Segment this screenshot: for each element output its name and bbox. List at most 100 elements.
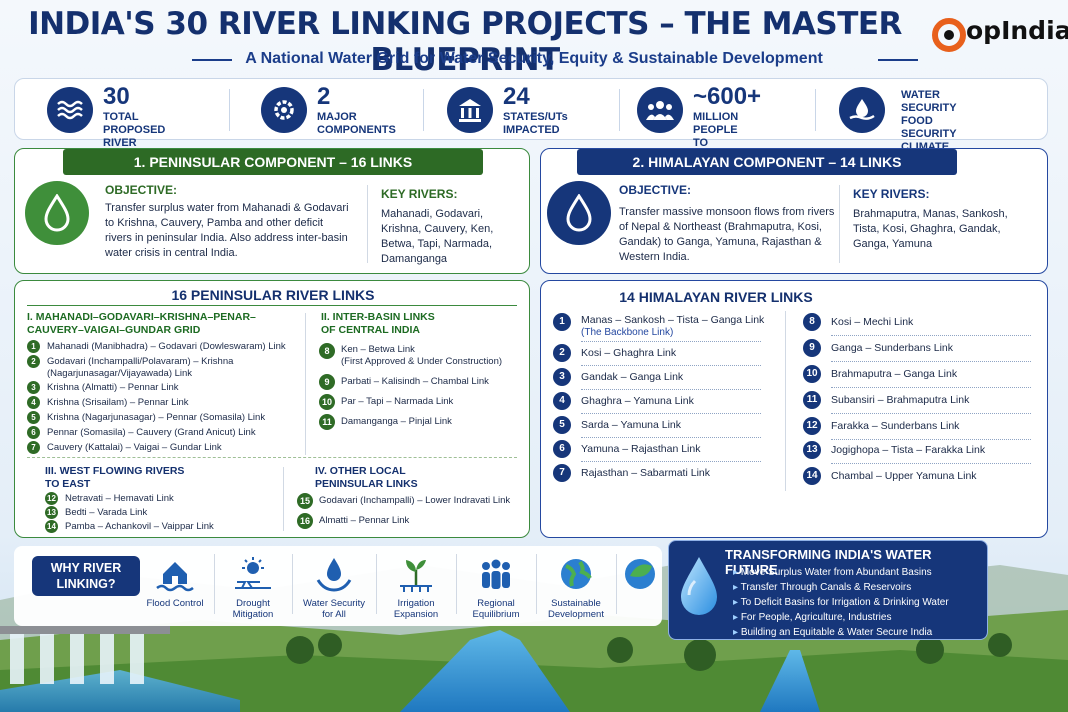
dotted-separator <box>831 413 1031 414</box>
link-number: 4 <box>553 392 571 410</box>
link-item: Kosi – Ghaghra Link <box>581 347 677 359</box>
benefit-drought-mitigation: Drought Mitigation <box>218 554 288 620</box>
waves-icon <box>47 87 93 133</box>
transform-item: Move Surplus Water from Abundant Basins <box>733 567 932 578</box>
dotted-separator <box>581 461 761 462</box>
dotted-separator <box>581 389 761 390</box>
water-drop-icon <box>547 181 611 245</box>
section-rule <box>27 305 517 306</box>
why-river-linking-strip: WHY RIVER LINKING? Flood Control Drought… <box>14 546 662 626</box>
why-label: WHY RIVER LINKING? <box>32 556 140 596</box>
transforming-water-future-box: TRANSFORMING INDIA'S WATER FUTURE Move S… <box>668 540 988 640</box>
link-item: Gandak – Ganga Link <box>581 371 684 383</box>
link-item: Damanganga – Pinjal Link <box>341 416 452 427</box>
link-item: Godavari (Inchampalli/Polavaram) – Krish… <box>47 356 234 379</box>
link-number: 14 <box>45 520 58 533</box>
link-item: Jogighopa – Tista – Farakka Link <box>831 444 986 456</box>
divider <box>536 554 537 614</box>
divider <box>367 185 368 263</box>
link-item: Pennar (Somasila) – Cauvery (Grand Anicu… <box>47 427 256 438</box>
link-number: 2 <box>27 355 40 368</box>
link-item: Par – Tapi – Narmada Link <box>341 396 454 407</box>
logo-text: opIndia <box>966 16 1068 45</box>
benefit-label: Sustainable Development <box>548 598 604 620</box>
key-rivers-heading: KEY RIVERS: <box>381 187 458 201</box>
link-number: 11 <box>319 414 335 430</box>
link-item: Bedti – Varada Link <box>65 507 148 518</box>
benefit-label: Drought Mitigation <box>232 598 274 620</box>
link-number: 7 <box>553 464 571 482</box>
hand-water-drop-icon <box>839 87 885 133</box>
link-note: (The Backbone Link) <box>581 327 674 338</box>
government-building-icon <box>447 87 493 133</box>
link-number: 15 <box>297 493 313 509</box>
benefit-label: Regional Equilibrium <box>472 598 520 620</box>
water-drop-icon <box>681 557 717 615</box>
key-rivers-text: Brahmaputra, Manas, Sankosh, Tista, Kosi… <box>853 208 1008 250</box>
link-item: Chambal – Upper Yamuna Link <box>831 470 977 482</box>
link-number: 11 <box>803 391 821 409</box>
dotted-separator <box>831 463 1031 464</box>
link-item: Mahanadi (Manibhadra) – Godavari (Dowles… <box>47 341 286 352</box>
benefit-label: Water Security for All <box>303 598 365 620</box>
link-number: 5 <box>27 411 40 424</box>
link-number: 9 <box>803 339 821 357</box>
subtitle-rule-left <box>192 59 232 61</box>
divider <box>214 554 215 614</box>
link-number: 1 <box>27 340 40 353</box>
link-number: 2 <box>553 344 571 362</box>
transform-item: To Deficit Basins for Irrigation & Drink… <box>733 597 949 608</box>
link-item: Yamuna – Rajasthan Link <box>581 443 701 455</box>
benefit-flood-control: Flood Control <box>142 554 208 620</box>
stat-divider <box>229 89 230 131</box>
stat-value: ~600+ <box>693 83 762 110</box>
benefit-label: Irrigation Expansion <box>393 598 439 620</box>
people-group-icon <box>482 559 510 589</box>
link-item: Krishna (Almatti) – Pennar Link <box>47 382 179 393</box>
objective-heading: OBJECTIVE: <box>619 183 692 197</box>
link-item: Godavari (Inchampalli) – Lower Indravati… <box>319 495 511 506</box>
gear-icon <box>261 87 307 133</box>
himalayan-banner: 2. HIMALAYAN COMPONENT – 14 LINKS <box>577 149 957 175</box>
stats-bar: 30 TOTAL PROPOSED RIVER LINKS 2 MAJOR CO… <box>14 78 1048 166</box>
page-subtitle: A National Water Grid for Water Security… <box>245 50 823 67</box>
link-item: Ganga – Sunderbans Link <box>831 342 954 354</box>
link-number: 8 <box>803 313 821 331</box>
sprout-icon <box>400 560 432 592</box>
section-rule <box>27 457 517 458</box>
divider <box>376 554 377 614</box>
link-item: Farakka – Sunderbans Link <box>831 420 960 432</box>
peninsular-component-card: 1. PENINSULAR COMPONENT – 16 LINKS OBJEC… <box>14 148 530 274</box>
benefit-label: Flood Control <box>146 598 204 609</box>
dotted-separator <box>581 365 761 366</box>
link-item: Sarda – Yamuna Link <box>581 419 682 431</box>
link-number: 4 <box>27 396 40 409</box>
stat-label: STATES/UTs IMPACTED <box>503 111 568 136</box>
link-number: 10 <box>319 394 335 410</box>
objective-heading: OBJECTIVE: <box>105 183 178 197</box>
link-number: 6 <box>27 426 40 439</box>
link-item: Ghaghra – Yamuna Link <box>581 395 694 407</box>
subtitle-rule-right <box>878 59 918 61</box>
link-number: 13 <box>45 506 58 519</box>
benefit-water-security: Water Security for All <box>296 554 372 620</box>
objective-text: Transfer massive monsoon flows from rive… <box>619 206 835 263</box>
dotted-separator <box>581 437 761 438</box>
stat-divider <box>815 89 816 131</box>
link-number: 3 <box>27 381 40 394</box>
link-number: 5 <box>553 416 571 434</box>
link-item: Rajasthan – Sabarmati Link <box>581 467 710 479</box>
link-item: Parbati – Kalisindh – Chambal Link <box>341 376 489 387</box>
section-title: 16 PENINSULAR RIVER LINKS <box>171 287 375 303</box>
transform-item: For People, Agriculture, Industries <box>733 612 892 623</box>
link-number: 6 <box>553 440 571 458</box>
peninsular-links-panel: 16 PENINSULAR RIVER LINKS I. MAHANADI–GO… <box>14 280 530 538</box>
stat-label: MAJOR COMPONENTS <box>317 111 396 136</box>
link-item: Almatti – Pennar Link <box>319 515 410 526</box>
section-title: 14 HIMALAYAN RIVER LINKS <box>619 289 813 305</box>
divider <box>456 554 457 614</box>
link-item: Subansiri – Brahmaputra Link <box>831 394 970 406</box>
dotted-separator <box>581 413 761 414</box>
group-heading: III. WEST FLOWING RIVERS TO EAST <box>45 465 185 490</box>
divider <box>616 554 617 614</box>
